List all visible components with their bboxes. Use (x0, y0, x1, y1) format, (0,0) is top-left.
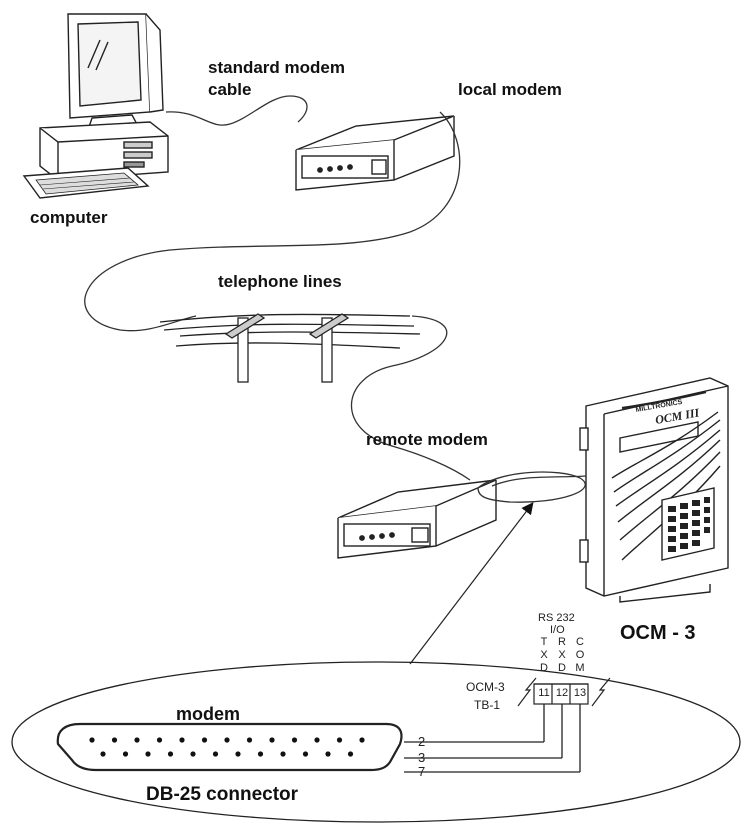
db25-pin (190, 751, 196, 757)
ocm3-label: OCM - 3 (620, 622, 696, 644)
db25-pin (122, 751, 129, 757)
com-letter-m: M (575, 662, 585, 674)
telephone-lines-icon (159, 313, 421, 383)
remote-modem-icon (337, 479, 497, 559)
io-label: I/O (550, 624, 565, 636)
db25-pin (359, 737, 365, 743)
db25-pin (257, 751, 264, 757)
db25-pin (145, 751, 151, 757)
db25-pin (89, 737, 95, 743)
db25-pin (336, 737, 343, 743)
terminal-13: 13 (573, 687, 587, 699)
db25-pin (167, 751, 174, 757)
db25-pin (325, 751, 331, 757)
phone-cable-remote (350, 315, 471, 481)
detail-arrow (409, 502, 534, 665)
db25-pin (111, 737, 118, 743)
txd-letter-d: D (540, 662, 548, 674)
db25-pin (347, 751, 354, 757)
db25-pin (100, 751, 106, 757)
local-modem-icon (295, 115, 455, 191)
terminal-11: 11 (538, 687, 550, 699)
db-pin-7: 7 (418, 764, 426, 779)
db25-pin (246, 737, 253, 743)
terminal-12: 12 (555, 687, 569, 699)
modem-label: modem (176, 704, 241, 724)
db-pin-3: 3 (418, 750, 426, 765)
db25-pin (212, 751, 219, 757)
ocm3-terminal-label: OCM-3 (466, 680, 505, 694)
ocm3-device-icon: MILLTRONICS OCM III (579, 377, 729, 603)
telephone-lines-label: telephone lines (218, 272, 342, 291)
com-letter-o: O (575, 649, 585, 661)
local-modem-label: local modem (458, 80, 562, 99)
db25-pin (224, 737, 230, 743)
standard-modem-cable (165, 95, 308, 126)
txd-letter-x: X (540, 649, 548, 661)
db25-pin (302, 751, 309, 757)
computer-icon (22, 13, 169, 199)
db25-pin (280, 751, 286, 757)
remote-modem-label: remote modem (366, 430, 488, 449)
txd-letter-t: T (540, 636, 548, 648)
wiring (404, 700, 581, 773)
db25-pin (156, 737, 163, 743)
rxd-letter-d: D (558, 662, 566, 674)
db25-pin (179, 737, 185, 743)
rs232-label: RS 232 (538, 612, 575, 624)
detail-ellipse (11, 661, 741, 823)
tb1-label: TB-1 (474, 698, 501, 712)
rs232-cable-loop (477, 471, 586, 503)
standard-modem-cable-label-line2: cable (208, 80, 252, 99)
standard-modem-cable-label-line1: standard modem (208, 58, 345, 77)
computer-label: computer (30, 208, 108, 227)
db25-pin (314, 737, 320, 743)
db25-pin (291, 737, 298, 743)
terminal-block-tb1 (517, 677, 611, 707)
com-letter-c: C (576, 636, 584, 648)
rxd-letter-x: X (558, 649, 566, 661)
rxd-letter-r: R (558, 636, 566, 648)
db25-pin (201, 737, 208, 743)
db25-connector-label: DB-25 connector (146, 784, 299, 805)
db25-pin (235, 751, 241, 757)
db-pin-2: 2 (418, 734, 426, 749)
phone-cable-local (84, 111, 461, 332)
db25-pin (269, 737, 275, 743)
db25-connector-icon (56, 722, 403, 772)
db25-pin (134, 737, 140, 743)
